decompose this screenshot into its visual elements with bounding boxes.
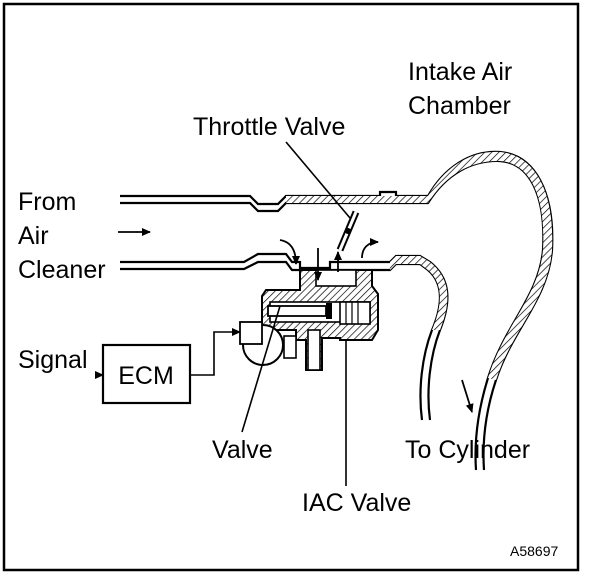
throttle-valve-plate — [336, 210, 360, 252]
signal-label: Signal — [18, 346, 88, 374]
from-air-cleaner-label-line3: Cleaner — [18, 256, 106, 284]
throttle-valve-label: Throttle Valve — [193, 113, 345, 141]
valve-label: Valve — [212, 436, 273, 464]
ecm-unit: ECM — [101, 343, 192, 405]
figure-border — [2, 2, 580, 572]
to-cylinder-label: To Cylinder — [405, 436, 530, 464]
intake-pipe-lower-wall — [120, 252, 449, 421]
signal-wiring — [95, 328, 241, 379]
air-flow-arrows — [118, 228, 474, 413]
iac-valve-body — [261, 269, 379, 371]
from-air-cleaner-label-line2: Air — [18, 222, 49, 250]
from-air-cleaner-label-line1: From — [18, 188, 76, 216]
leader-lines — [241, 141, 351, 486]
intake-pipe-upper-wall — [120, 150, 554, 471]
intake-air-chamber-label-line2: Chamber — [408, 92, 511, 120]
ecm-label: ECM — [118, 362, 174, 390]
iac-valve-label: IAC Valve — [302, 489, 411, 517]
intake-air-chamber-label-line1: Intake Air — [408, 58, 512, 86]
figure-id-label: A58697 — [510, 543, 558, 559]
